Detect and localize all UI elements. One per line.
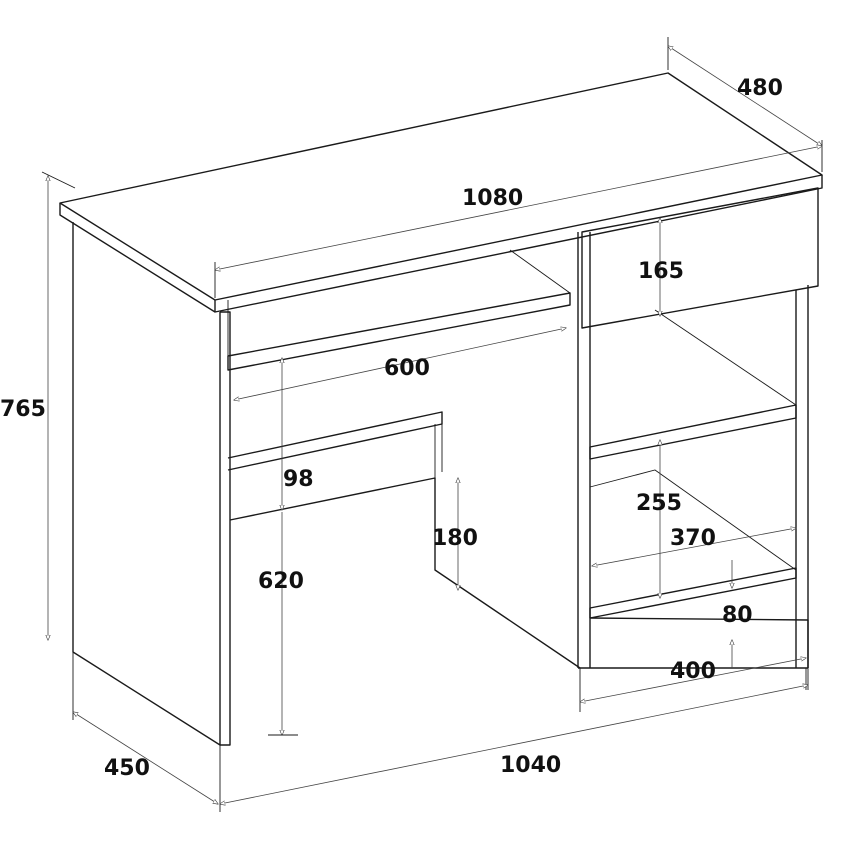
right-cabinet bbox=[577, 187, 819, 669]
label-height: 765 bbox=[0, 397, 46, 422]
label-top-depth: 480 bbox=[737, 76, 783, 101]
label-open-compartment: 255 bbox=[636, 491, 682, 516]
label-inner-width: 370 bbox=[670, 526, 716, 551]
label-plinth-height: 80 bbox=[722, 603, 753, 628]
label-cabinet-width: 400 bbox=[670, 659, 716, 684]
label-base-depth: 450 bbox=[104, 756, 150, 781]
label-keyboard-gap: 98 bbox=[283, 467, 314, 492]
dimension-labels: 480 1080 765 165 600 98 620 180 255 370 … bbox=[0, 76, 783, 781]
label-top-width: 1080 bbox=[462, 186, 523, 211]
label-drawer-height: 165 bbox=[638, 259, 684, 284]
label-base-width: 1040 bbox=[500, 753, 561, 778]
desk-top bbox=[59, 72, 823, 313]
label-shelf-width: 600 bbox=[384, 356, 430, 381]
modesty-panel bbox=[227, 411, 581, 669]
dimension-lines bbox=[41, 37, 822, 812]
left-side-panel bbox=[72, 222, 231, 746]
keyboard-shelf bbox=[227, 249, 571, 371]
label-knee-height: 620 bbox=[258, 569, 304, 594]
label-back-panel: 180 bbox=[432, 526, 478, 551]
